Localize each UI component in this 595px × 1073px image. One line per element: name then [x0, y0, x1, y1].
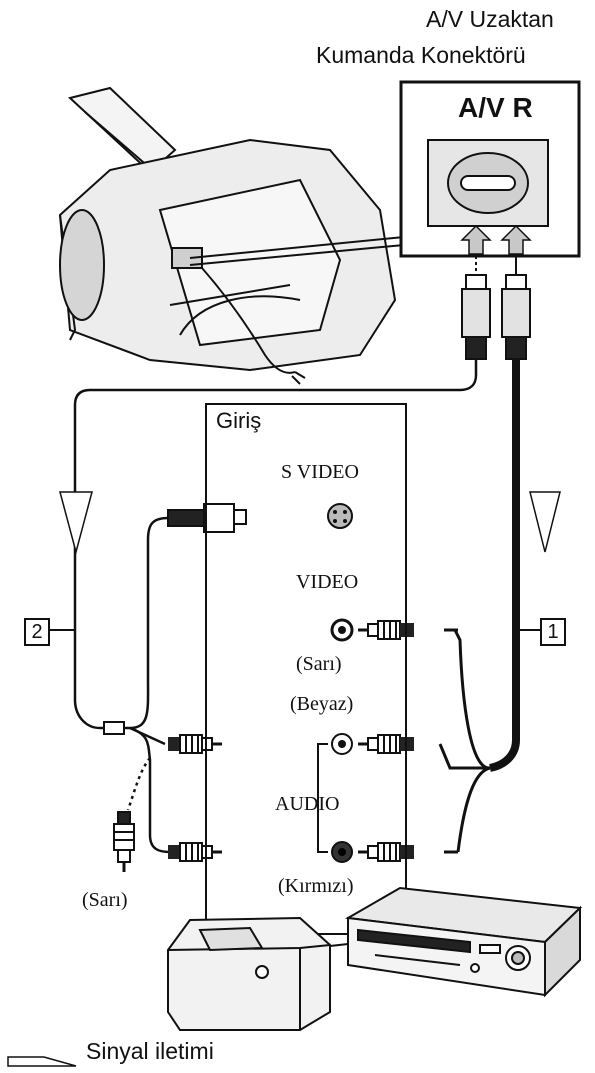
connector-title-line2: Kumanda Konektörü: [316, 42, 526, 68]
audio-bracket: [317, 743, 328, 853]
plug-arrows: [460, 224, 532, 275]
audio-white-jack: [331, 733, 353, 755]
dvd-writer-illustration: [167, 916, 331, 1031]
connector-title-line1: A/V Uzaktan: [426, 6, 554, 32]
white-label: (Beyaz): [290, 693, 354, 715]
red-label: (Kırmızı): [278, 875, 354, 897]
cable-2: [73, 359, 478, 854]
signal-arrow-right: [529, 491, 561, 553]
callout-2: 2: [24, 618, 50, 646]
callout-1: 1: [540, 618, 566, 646]
connector-detail-box: [399, 80, 581, 258]
s-video-plug: [167, 503, 247, 533]
s-video-jack: [327, 503, 353, 529]
signal-arrow-left: [59, 491, 93, 555]
vcr-illustration: [344, 886, 583, 998]
av-plugs: [461, 274, 531, 360]
video-jack: [330, 618, 354, 642]
rca-plug-white-left: [166, 733, 224, 755]
port-label: A/V R: [458, 92, 533, 123]
audio-red-jack: [331, 841, 353, 863]
left-plug-yellow-label: (Sarı): [82, 889, 128, 911]
audio-label: AUDIO: [275, 793, 340, 815]
left-yellow-plug: [113, 811, 135, 872]
cable-1: [438, 359, 520, 854]
legend-signal-text: Sinyal iletimi: [86, 1038, 214, 1064]
input-panel-title: Giriş: [216, 408, 262, 433]
video-label: VIDEO: [296, 571, 359, 593]
legend-signal-arrow: [7, 1056, 77, 1067]
yellow-label: (Sarı): [296, 653, 342, 675]
rca-plug-red-left: [166, 841, 224, 863]
s-video-label: S VIDEO: [281, 461, 359, 483]
camcorder-illustration: [58, 86, 397, 385]
